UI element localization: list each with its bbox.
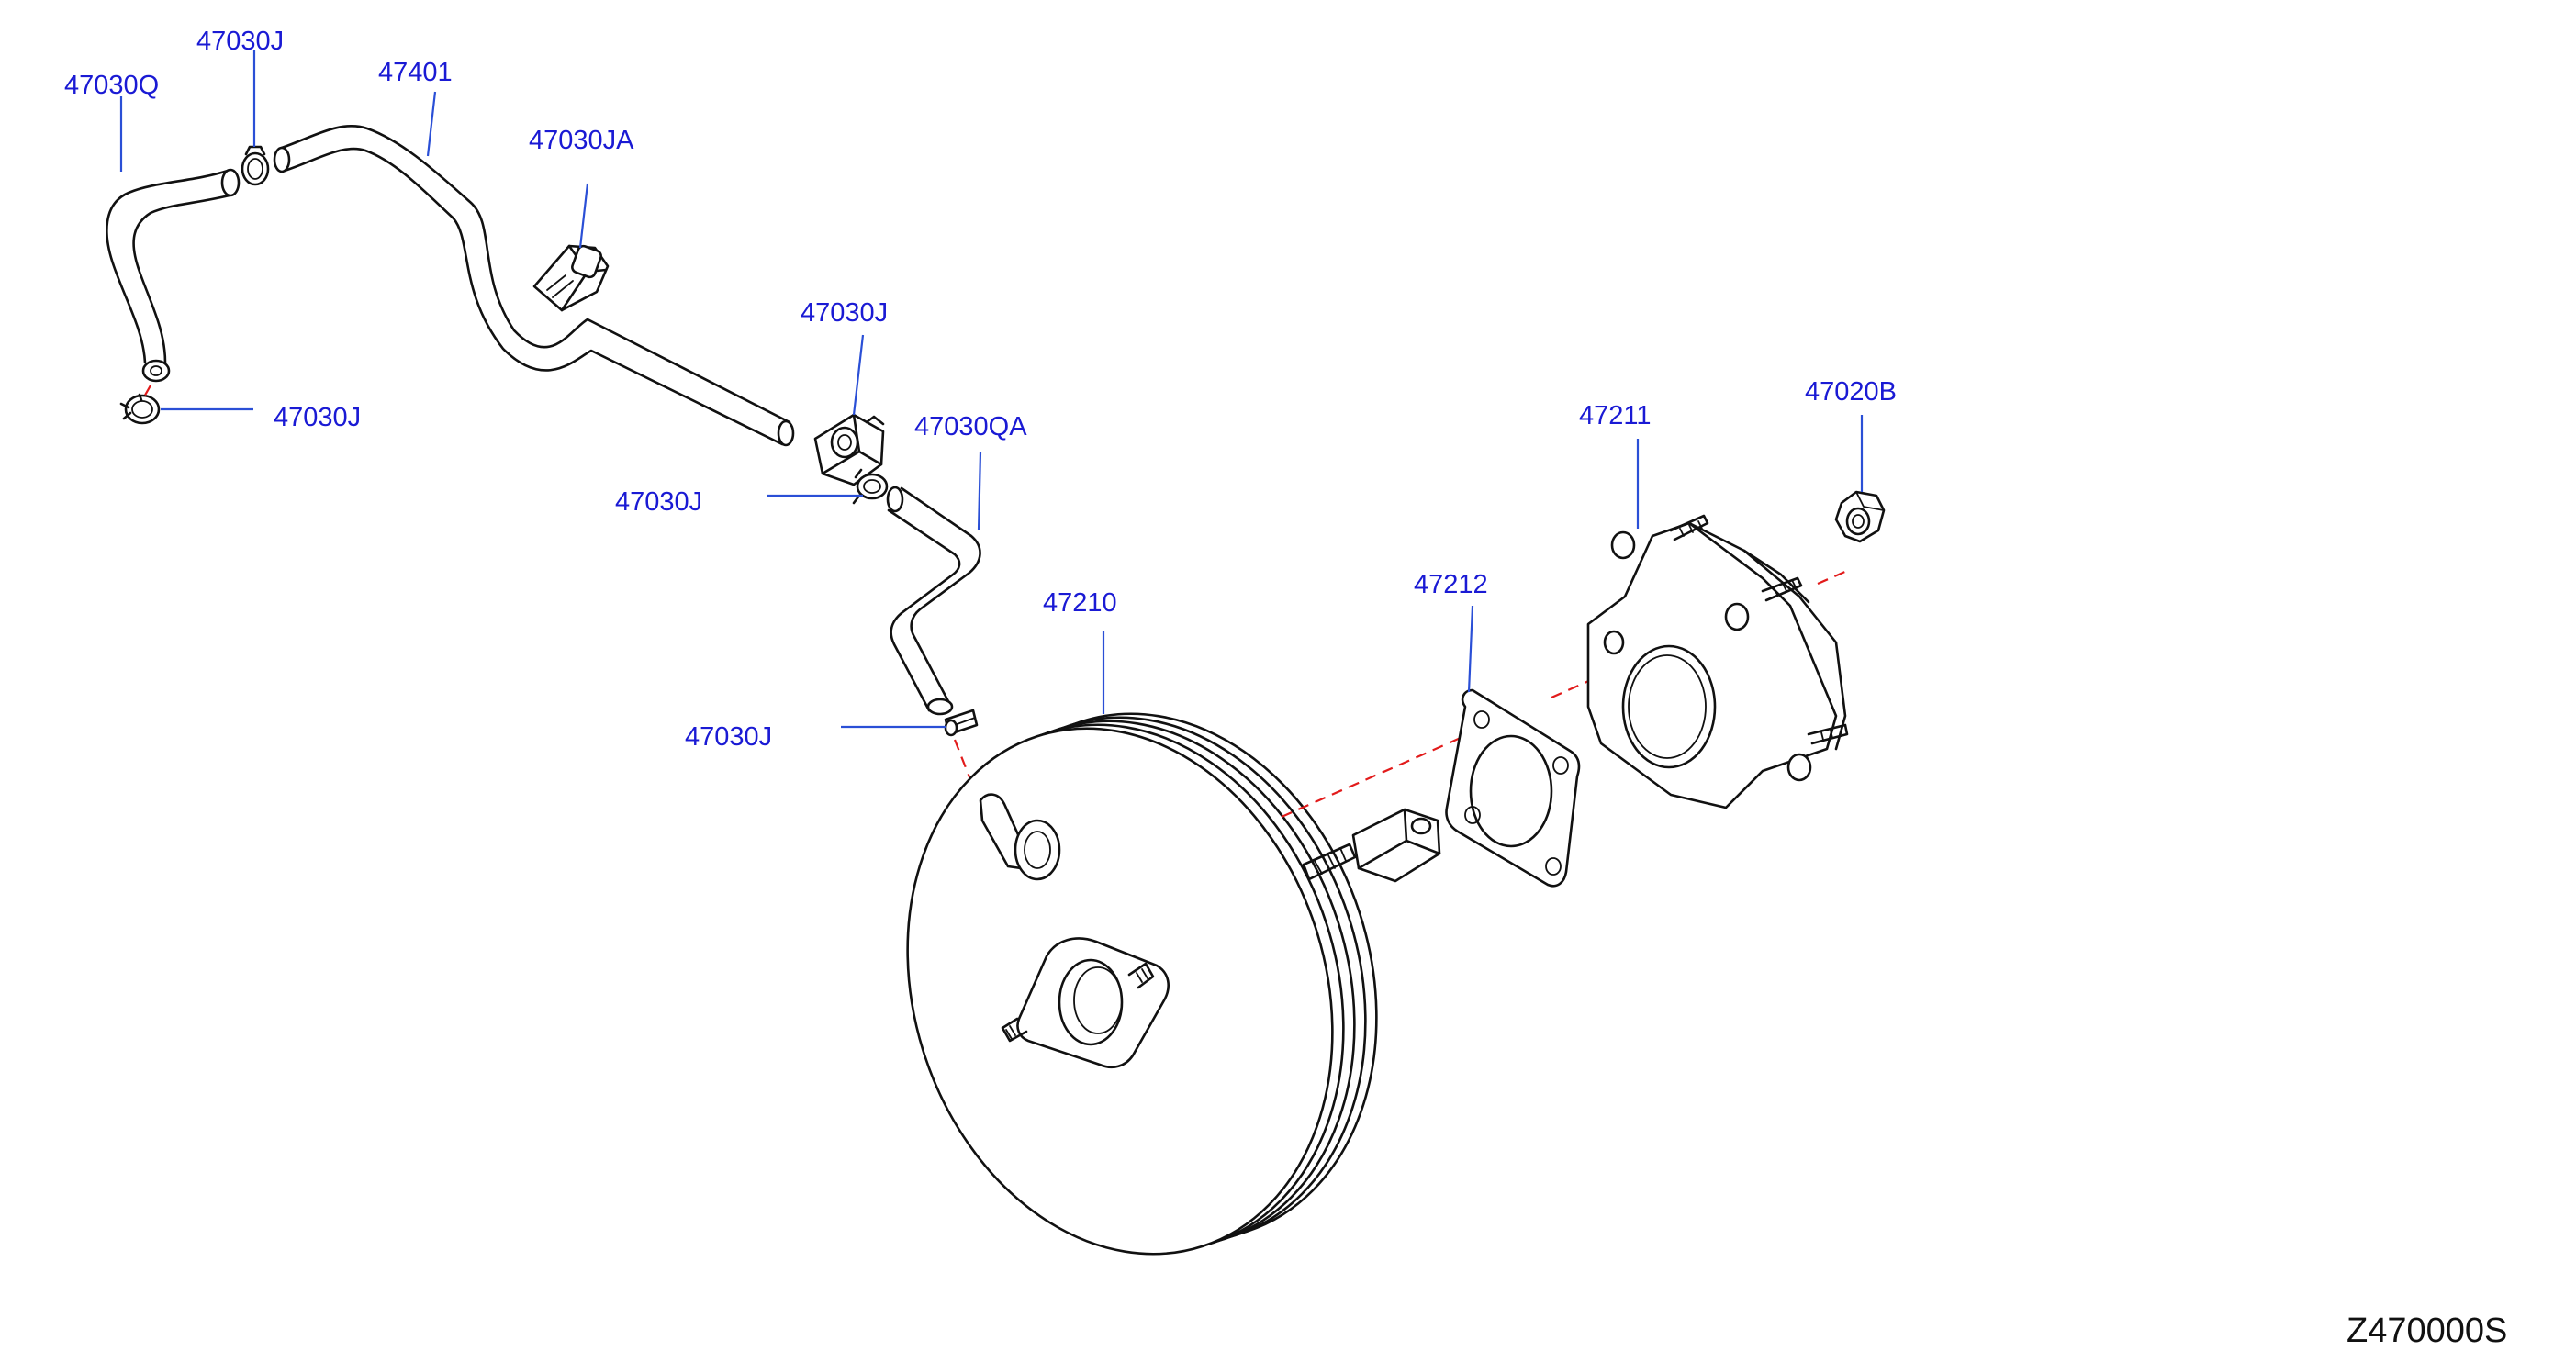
callout-47030j-top[interactable]: 47030J	[196, 27, 284, 56]
nut-47020b	[1834, 490, 1886, 543]
diagram-code: Z470000S	[2346, 1312, 2507, 1350]
brake-booster-47210	[906, 712, 1441, 1256]
hose-clip-lower-left	[119, 393, 161, 425]
hose-clip-center	[852, 468, 889, 505]
callout-47030j-mid[interactable]: 47030J	[615, 487, 702, 517]
hose-47401	[273, 124, 795, 447]
callout-47020b[interactable]: 47020B	[1805, 377, 1897, 407]
callout-47210[interactable]: 47210	[1043, 588, 1117, 618]
connector-47030ja	[532, 244, 610, 312]
callout-labels: 47030J 47030Q 47401 47030JA 47030J 47030…	[64, 27, 1897, 752]
callout-47212[interactable]: 47212	[1414, 570, 1488, 599]
hose-clip-upper-left	[241, 145, 270, 186]
callout-47030j-center[interactable]: 47030J	[801, 298, 888, 328]
callout-47030qa[interactable]: 47030QA	[914, 412, 1027, 441]
callout-47030j-lower[interactable]: 47030J	[685, 722, 772, 752]
gasket-47212	[1445, 688, 1581, 888]
callout-47030j-left[interactable]: 47030J	[274, 403, 361, 432]
hose-clip-booster	[944, 709, 979, 737]
callout-47030q[interactable]: 47030Q	[64, 71, 159, 100]
bracket-47211	[1586, 514, 1849, 809]
callout-47401[interactable]: 47401	[378, 58, 453, 87]
callout-47030ja[interactable]: 47030JA	[529, 126, 634, 155]
callout-47211[interactable]: 47211	[1579, 401, 1652, 430]
hose-47030q	[106, 168, 241, 383]
leader-lines	[119, 50, 1864, 729]
hose-47030qa	[886, 486, 981, 716]
